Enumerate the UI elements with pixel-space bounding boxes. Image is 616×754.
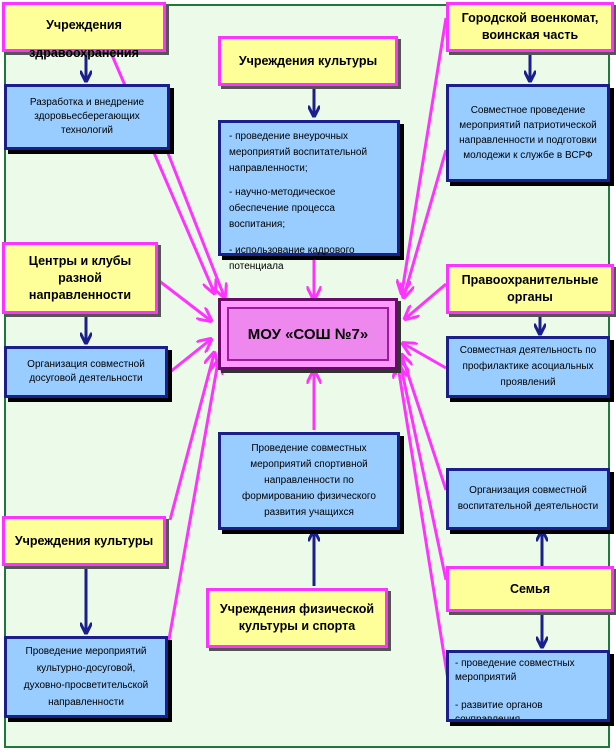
arrow-family-list-to-center — [398, 366, 450, 681]
activity-health-text: Разработка и внедрение здоровьесберегающ… — [29, 97, 145, 136]
partner-culture-bottom-name: Учреждения культуры — [14, 533, 154, 548]
activity-military: Совместное проведение мероприятий патрио… — [446, 84, 610, 182]
partner-family: Семья — [446, 566, 614, 612]
partner-health-name: Учреждения здравоохранения — [29, 18, 139, 60]
activity-culture-top: - проведение внеурочных мероприятий восп… — [218, 120, 400, 272]
partner-health: Учреждения здравоохранения — [2, 2, 166, 60]
partner-law-name: Правоохранительные органы — [461, 273, 599, 304]
arrow-military-activity-to-center — [404, 149, 448, 296]
arrow-law-activity-to-center — [404, 344, 447, 370]
partner-sport: Учреждения физической культуры и спорта — [206, 588, 388, 648]
activity-law-text: Совместная деятельность по профилактике … — [459, 345, 597, 388]
center-school: МОУ «СОШ №7» — [218, 298, 398, 370]
arrow-clubs-activity-to-center — [169, 340, 210, 374]
culture-top-item-2: - научно-методическое обеспечение процес… — [229, 187, 336, 230]
partner-culture-top-name: Учреждения культуры — [238, 53, 378, 68]
activity-family-joint: Организация совместной воспитательной де… — [446, 468, 610, 530]
arrow-family-activity-to-center — [402, 356, 448, 491]
arrow-health-activity-to-center — [164, 147, 224, 296]
partner-law: Правоохранительные органы — [446, 264, 614, 314]
arrow-health-to-center — [94, 17, 214, 292]
arrow-law-to-center — [406, 282, 447, 318]
partner-culture-top: Учреждения культуры — [218, 36, 398, 86]
center-school-inner: МОУ «СОШ №7» — [227, 307, 389, 361]
activity-clubs: Организация совместной досуговой деятель… — [4, 346, 168, 398]
activity-family-joint-text: Организация совместной воспитательной де… — [457, 485, 599, 512]
activity-family-list: - проведение совместных мероприятий - ра… — [446, 650, 610, 722]
activity-culture-bottom: Проведение мероприятий культурно-досугов… — [4, 636, 168, 718]
activity-health: Разработка и внедрение здоровьесберегающ… — [4, 84, 170, 150]
center-school-label: МОУ «СОШ №7» — [247, 325, 369, 343]
culture-top-item-3: - использование кадрового потенциала — [229, 245, 355, 272]
activity-sport-text: Проведение совместных мероприятий спорти… — [242, 443, 376, 518]
family-item-1: - проведение совместных мероприятий — [455, 658, 575, 683]
partner-family-name: Семья — [509, 581, 551, 596]
arrow-family-to-center — [400, 362, 448, 581]
partner-clubs: Центры и клубы разной направленности — [2, 242, 158, 314]
activity-law: Совместная деятельность по профилактике … — [446, 336, 610, 398]
partner-clubs-name: Центры и клубы разной направленности — [28, 253, 132, 302]
activity-culture-bottom-text: Проведение мероприятий культурно-досугов… — [23, 646, 149, 708]
activity-clubs-text: Организация совместной досуговой деятель… — [27, 359, 145, 384]
partner-culture-bottom: Учреждения культуры — [2, 516, 166, 566]
activity-sport: Проведение совместных мероприятий спорти… — [218, 432, 400, 530]
culture-top-item-1: - проведение внеурочных мероприятий восп… — [229, 131, 368, 174]
partner-sport-name: Учреждения физической культуры и спорта — [219, 602, 375, 633]
partner-military: Городской военкомат, воинская часть — [446, 2, 614, 52]
arrow-clubs-to-center — [157, 278, 210, 320]
family-item-2: - развитие органов соуправления — [455, 700, 543, 722]
arrow-culture-bottom-to-center — [168, 354, 214, 521]
arrow-military-to-center — [402, 17, 448, 292]
partner-military-name: Городской военкомат, воинская часть — [461, 11, 599, 42]
activity-military-text: Совместное проведение мероприятий патрио… — [459, 105, 597, 161]
arrow-culture-bottom-activity-to-center — [166, 362, 218, 646]
